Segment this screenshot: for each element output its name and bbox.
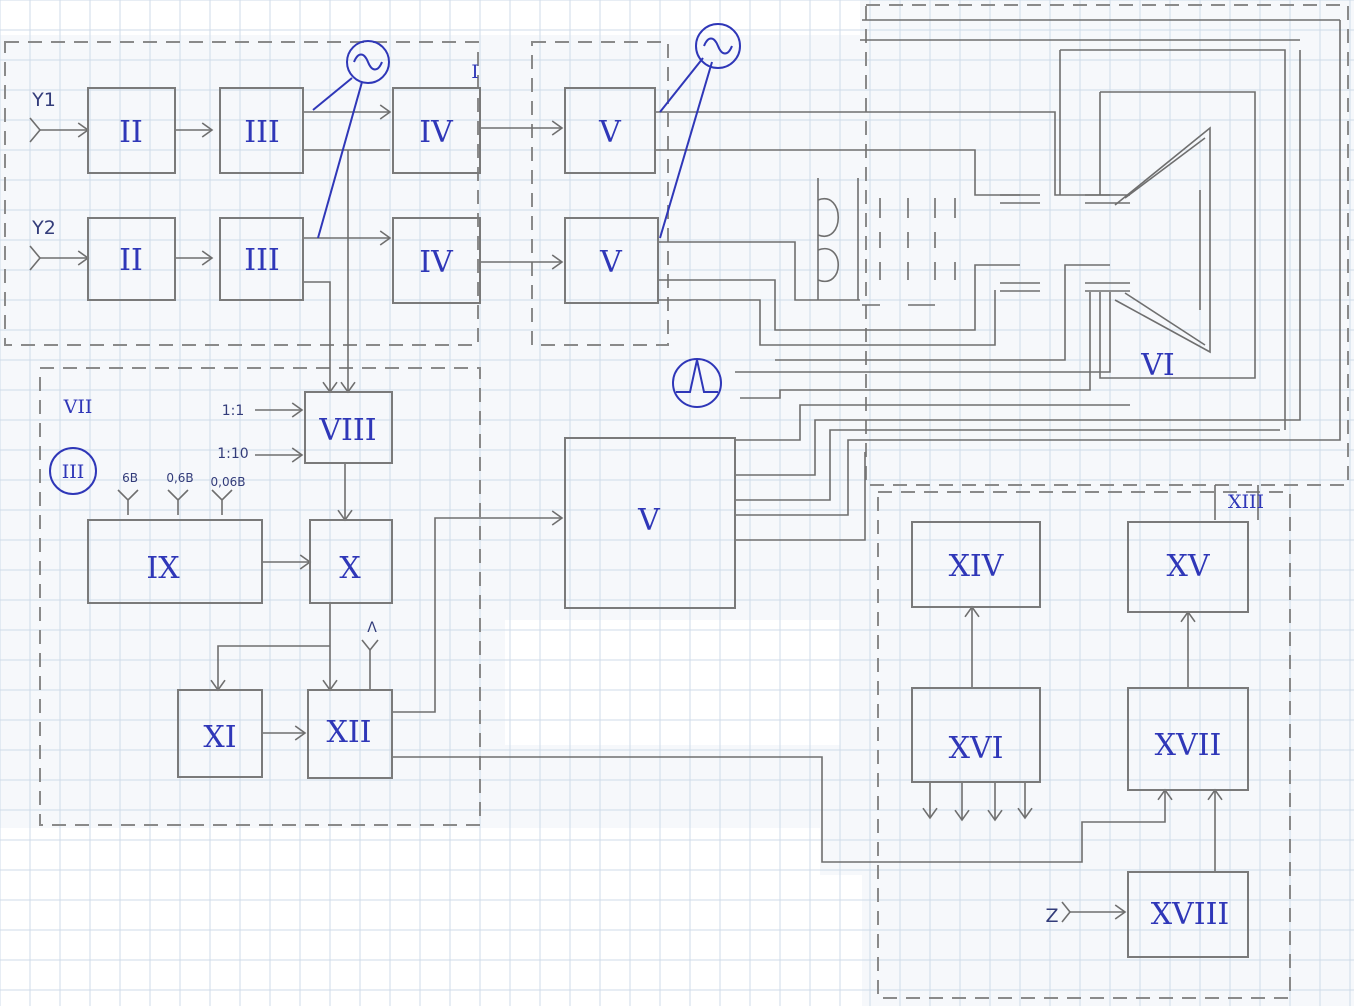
region-label-iii-circled: III — [62, 461, 85, 483]
block-x — [309, 519, 393, 604]
label-viii: VIII — [318, 413, 376, 448]
region-outlines — [4, 4, 1349, 999]
block-ix — [87, 519, 263, 604]
arrowhead — [201, 250, 214, 266]
block-v-sweep — [564, 437, 736, 609]
label-xviii: XVIII — [1151, 897, 1230, 932]
arrowhead — [291, 402, 304, 418]
block-xvii — [1127, 687, 1249, 791]
block-v-channel-2 — [564, 217, 659, 304]
label-vi: VI — [1140, 348, 1175, 383]
voltage-006v-label: 0,06В — [211, 475, 246, 489]
label-iii-2: III — [244, 243, 280, 278]
arrowhead — [987, 809, 1003, 822]
block-xv — [1127, 521, 1249, 613]
label-iv-1: IV — [419, 115, 454, 150]
block-xviii — [1127, 871, 1249, 958]
block-viii — [304, 391, 393, 464]
label-ii-1: II — [119, 115, 143, 150]
input-z-label: Z — [1045, 905, 1058, 927]
label-iii-1: III — [244, 115, 280, 150]
arrowhead — [291, 447, 304, 463]
label-x: X — [339, 551, 361, 586]
arrowhead — [1114, 904, 1127, 920]
input-labels: Y1 Y2 1:1 1:10 6В 0,6В 0,06В Λ Z — [31, 89, 1058, 927]
voltage-6v-label: 6В — [122, 471, 138, 485]
label-xv: XV — [1166, 549, 1210, 584]
voltage-06v-label: 0,6В — [166, 471, 193, 485]
block-iv-channel-1 — [392, 87, 481, 174]
label-v-2: V — [599, 245, 623, 280]
arrowhead — [551, 120, 564, 136]
label-iv-2: IV — [419, 245, 454, 280]
block-xii — [307, 689, 393, 779]
region-label-i: I — [471, 61, 479, 83]
ratio-1-1-label: 1:1 — [222, 403, 245, 419]
label-ix: IX — [146, 551, 180, 586]
region-label-xiii: XIII — [1228, 491, 1264, 513]
arrowhead — [1017, 807, 1033, 820]
label-xvii: XVII — [1155, 728, 1222, 763]
pulse-generator-icon — [672, 358, 722, 408]
region-label-vii: VII — [63, 396, 93, 418]
region-labels: I VII III XIII — [62, 61, 1264, 513]
ratio-1-10-label: 1:10 — [217, 446, 248, 462]
block-iii-channel-2 — [219, 217, 304, 301]
label-xiv: XIV — [949, 549, 1005, 584]
external-input-label: Λ — [367, 620, 377, 636]
label-ii-2: II — [119, 243, 143, 278]
sine-generator-icon — [695, 23, 741, 69]
input-y1-label: Y1 — [31, 89, 56, 111]
input-y2-label: Y2 — [31, 217, 56, 239]
label-xii: XII — [326, 715, 371, 750]
wiring — [40, 19, 1341, 913]
input-connectors — [29, 117, 1072, 923]
block-labels: II III IV V II III IV V VIII IX X XI XII… — [119, 115, 1229, 932]
arrowhead — [954, 809, 970, 822]
block-xiv — [911, 521, 1041, 608]
label-xvi: XVI — [949, 731, 1004, 766]
arrowhead — [379, 230, 392, 246]
arrowhead — [551, 254, 564, 270]
arrowhead — [379, 104, 392, 120]
block-v-channel-1 — [564, 87, 656, 174]
block-ii-channel-1 — [87, 87, 176, 174]
sine-generator-icon — [346, 40, 390, 84]
block-iii-channel-1 — [219, 87, 304, 174]
block-xvi — [911, 687, 1041, 783]
blocks — [87, 87, 1249, 958]
label-xi: XI — [203, 720, 236, 755]
block-iv-channel-2 — [392, 217, 481, 304]
arrowhead — [294, 725, 307, 741]
circled-region-mark — [49, 447, 97, 495]
label-v-sweep: V — [637, 503, 661, 538]
arrowhead — [922, 807, 938, 820]
block-ii-channel-2 — [87, 217, 176, 301]
block-xi — [177, 689, 263, 778]
arrowhead — [201, 122, 214, 138]
label-v-1: V — [598, 115, 622, 150]
arrowhead — [551, 510, 564, 526]
